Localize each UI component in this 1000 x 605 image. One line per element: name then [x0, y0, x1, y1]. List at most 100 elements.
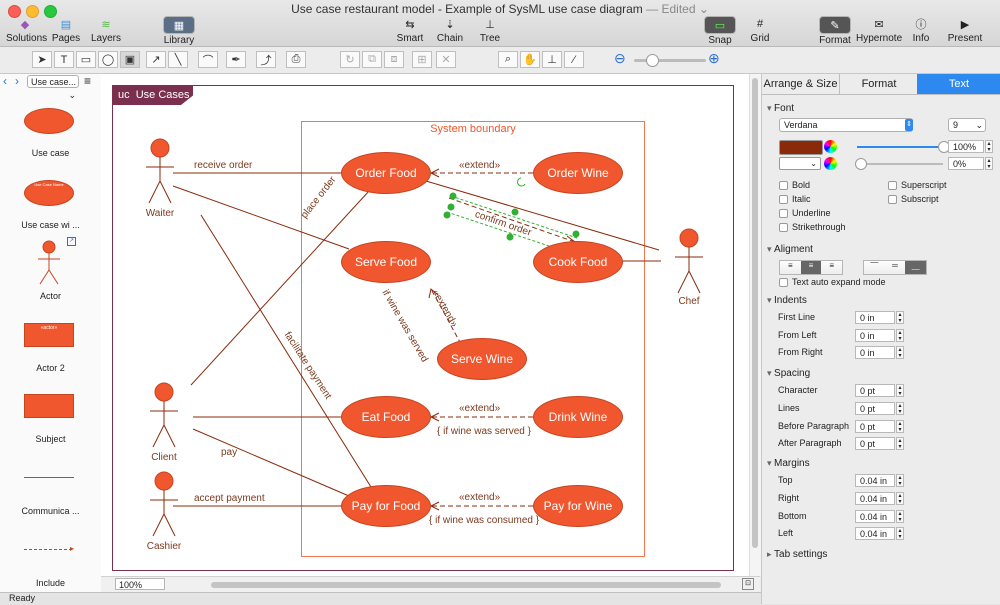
align-top-icon[interactable]: ⎺: [870, 261, 879, 270]
text-color-well[interactable]: [779, 140, 823, 155]
font-name-dropdown[interactable]: Verdana: [779, 118, 913, 132]
library-item-actor[interactable]: Actor: [39, 291, 61, 301]
zoom-slider-knob[interactable]: [646, 54, 659, 67]
arrow-tool-icon[interactable]: ↗: [146, 51, 166, 68]
close-window-button[interactable]: [8, 5, 21, 18]
background-color-well[interactable]: ⌄: [779, 157, 821, 170]
frame-tool-icon[interactable]: ▣: [120, 51, 140, 68]
zoom-level-dropdown[interactable]: 100%: [115, 578, 165, 590]
horizontal-scrollbar[interactable]: 100% ⊡: [101, 576, 760, 593]
tab-arrange-size[interactable]: Arrange & Size: [762, 74, 839, 95]
text-tool-icon[interactable]: T: [54, 51, 74, 68]
rectangle-tool-icon[interactable]: ▭: [76, 51, 96, 68]
align-left-icon[interactable]: ≡: [788, 261, 793, 270]
eyedropper-tool-icon[interactable]: ⁄: [564, 51, 584, 68]
align-middle-icon[interactable]: ═: [892, 261, 898, 270]
grid-button[interactable]: #Grid: [742, 16, 778, 44]
margin-left-stepper[interactable]: ▴▾: [896, 527, 904, 540]
tab-text[interactable]: Text: [917, 74, 1000, 95]
margin-right-field[interactable]: 0.04 in: [855, 492, 895, 505]
back-icon[interactable]: ‹: [3, 74, 7, 88]
library-item-include[interactable]: Include: [35, 578, 66, 588]
ellipse-tool-icon[interactable]: ◯: [98, 51, 118, 68]
pages-button[interactable]: ▤Pages: [48, 16, 84, 45]
bold-checkbox[interactable]: [779, 181, 788, 190]
character-spacing-field[interactable]: 0 pt: [855, 384, 895, 397]
superscript-checkbox[interactable]: [888, 181, 897, 190]
opacity-slider-1[interactable]: [857, 146, 943, 148]
library-item-use-case[interactable]: Use case: [31, 148, 70, 158]
align-center-icon[interactable]: ≡: [800, 261, 822, 274]
vertical-scroll-thumb[interactable]: [752, 78, 758, 548]
arc-tool-icon[interactable]: ⌒: [198, 51, 218, 68]
vertical-scrollbar[interactable]: [749, 74, 761, 576]
chain-button[interactable]: ⇣Chain: [432, 16, 468, 45]
zoom-out-icon[interactable]: ⊖: [614, 50, 626, 66]
zoom-in-icon[interactable]: ⊕: [708, 50, 720, 66]
color-wheel-icon-2[interactable]: [824, 157, 837, 170]
minimize-window-button[interactable]: [26, 5, 39, 18]
usecase-cook-food[interactable]: Cook Food: [533, 241, 623, 283]
margin-bottom-stepper[interactable]: ▴▾: [896, 510, 904, 523]
use-case-with-name-shape[interactable]: Use Case Name: [24, 180, 74, 206]
subscript-checkbox[interactable]: [888, 195, 897, 204]
format-button[interactable]: ✎Format: [816, 16, 854, 46]
before-paragraph-stepper[interactable]: ▴▾: [896, 420, 904, 433]
actor-shape[interactable]: [34, 240, 64, 286]
opacity-field-2[interactable]: 0%: [948, 157, 984, 170]
opacity-field-1[interactable]: 100%: [948, 140, 984, 153]
opacity-slider-2-knob[interactable]: [855, 158, 867, 170]
use-case-shape[interactable]: [24, 108, 74, 134]
library-item-communication[interactable]: Communica ...: [21, 506, 80, 516]
bezier-tool-icon[interactable]: ⤴: [256, 51, 276, 68]
system-boundary[interactable]: [301, 121, 645, 557]
before-paragraph-field[interactable]: 0 pt: [855, 420, 895, 433]
usecase-pay-for-food[interactable]: Pay for Food: [341, 485, 431, 527]
pan-hand-icon[interactable]: ✋: [520, 51, 540, 68]
library-item-actor-2[interactable]: Actor 2: [36, 363, 65, 373]
strikethrough-checkbox[interactable]: [779, 223, 788, 232]
spacing-section-header[interactable]: Spacing: [767, 368, 810, 379]
include-shape[interactable]: [24, 549, 72, 550]
margin-top-stepper[interactable]: ▴▾: [896, 474, 904, 487]
fit-page-icon[interactable]: ⊡: [742, 578, 754, 590]
library-dropdown[interactable]: Use case...⌄: [27, 75, 79, 100]
image-tool-icon[interactable]: ⎙: [286, 51, 306, 68]
rotate-tool-icon[interactable]: ↻: [340, 51, 360, 68]
opacity-stepper-2[interactable]: ▴▾: [985, 157, 993, 170]
usecase-order-food[interactable]: Order Food: [341, 152, 431, 194]
alignment-section-header[interactable]: Aligment: [767, 244, 813, 255]
library-menu-icon[interactable]: ≡: [84, 74, 92, 88]
from-right-field[interactable]: 0 in: [855, 346, 895, 359]
tab-format[interactable]: Format: [839, 74, 918, 95]
after-paragraph-field[interactable]: 0 pt: [855, 437, 895, 450]
align-tool-icon[interactable]: ⊞: [412, 51, 432, 68]
first-line-field[interactable]: 0 in: [855, 311, 895, 324]
diagram-canvas[interactable]: uc Use Cases System boundary: [101, 74, 749, 576]
margins-section-header[interactable]: Margins: [767, 458, 810, 469]
forward-icon[interactable]: ›: [15, 74, 19, 88]
align-right-icon[interactable]: ≡: [829, 261, 835, 270]
subject-shape[interactable]: [24, 394, 74, 418]
font-dropdown-arrow-icon[interactable]: ⇕: [905, 119, 913, 131]
horizontal-scroll-thumb[interactable]: [211, 582, 721, 588]
tree-button[interactable]: ⊥Tree: [472, 16, 508, 45]
usecase-eat-food[interactable]: Eat Food: [341, 396, 431, 438]
client-actor[interactable]: [149, 381, 179, 451]
waiter-actor[interactable]: [145, 137, 175, 207]
communication-shape[interactable]: [24, 477, 74, 478]
from-left-field[interactable]: 0 in: [855, 329, 895, 342]
diagram-frame[interactable]: [112, 85, 734, 571]
actor2-shape[interactable]: «actor»: [24, 323, 74, 347]
margin-top-field[interactable]: 0.04 in: [855, 474, 895, 487]
align-bottom-icon[interactable]: ⎽: [905, 261, 927, 274]
usecase-serve-wine[interactable]: Serve Wine: [437, 338, 527, 380]
connector-tool-icon[interactable]: ✕: [436, 51, 456, 68]
expand-icon[interactable]: ↗: [67, 237, 76, 246]
hypernote-button[interactable]: ✉Hypernote: [856, 16, 902, 45]
solutions-button[interactable]: ◆Solutions: [6, 16, 47, 45]
font-section-header[interactable]: Font: [767, 103, 794, 114]
zoom-window-button[interactable]: [44, 5, 57, 18]
character-spacing-stepper[interactable]: ▴▾: [896, 384, 904, 397]
